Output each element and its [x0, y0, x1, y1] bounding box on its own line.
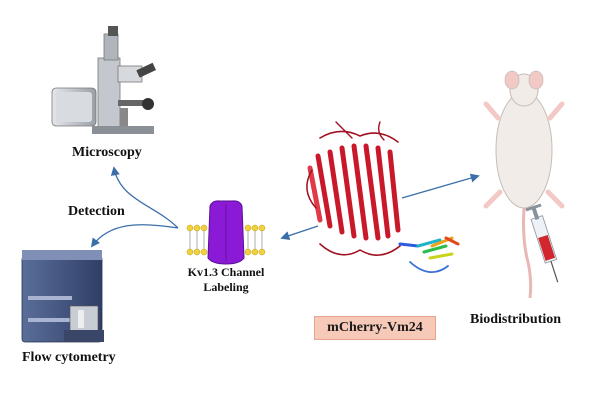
flow-cytometry-label: Flow cytometry: [22, 350, 116, 365]
microscope-icon: [51, 26, 157, 134]
probe-label: mCherry-Vm24: [327, 320, 423, 335]
probe-badge: mCherry-Vm24: [314, 316, 436, 340]
ion-channel-icon: [186, 200, 266, 265]
arrow-to-flow-cytometry: [90, 224, 179, 248]
kv13-line-2: Labeling: [203, 280, 249, 294]
toxin-structure-icon: [398, 236, 460, 273]
flow-cytometer-icon: [21, 250, 104, 343]
arrow-to-biodistribution: [401, 173, 480, 199]
membrane: [186, 224, 266, 256]
syringe-icon: [525, 203, 559, 283]
arrow-to-microscopy: [110, 166, 179, 229]
kv13-line-1: Kv1.3 Channel: [187, 265, 265, 279]
detection-label: Detection: [68, 204, 125, 219]
mouse-icon: [483, 70, 565, 299]
arrow-to-channel: [280, 225, 319, 241]
biodistribution-label: Biodistribution: [470, 312, 562, 327]
kv13-channel-labeling-label: Kv1.3 Channel Labeling: [178, 265, 274, 295]
protein-structure-icon: [306, 121, 401, 256]
microscopy-label: Microscopy: [72, 145, 142, 160]
